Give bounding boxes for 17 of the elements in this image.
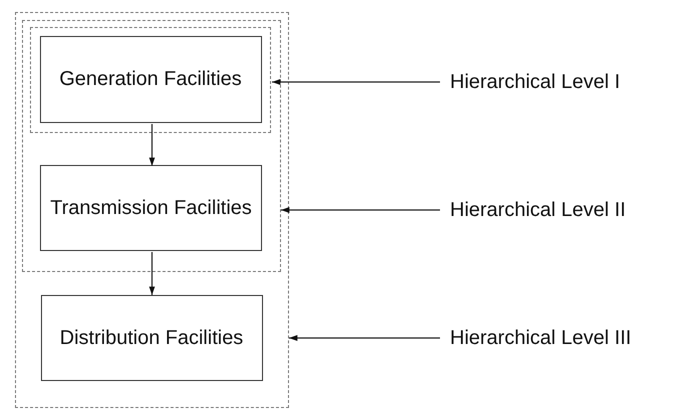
arrow	[149, 124, 155, 166]
level-text: Hierarchical Level I	[450, 70, 620, 95]
facility-label: Transmission Facilities	[50, 196, 252, 221]
facility-box	[40, 165, 262, 251]
dashed-boundary	[22, 20, 280, 272]
arrow	[149, 252, 155, 295]
dashed-boundary	[15, 12, 289, 408]
level-text: Hierarchical Level III	[450, 326, 632, 351]
facility-box	[40, 36, 262, 122]
level-text: Hierarchical Level II	[450, 198, 626, 223]
arrow	[281, 207, 440, 213]
dashed-boundary	[30, 27, 271, 133]
facility-label: Distribution Facilities	[60, 326, 244, 350]
arrow	[272, 79, 440, 85]
facility-box	[40, 294, 262, 380]
arrow	[289, 335, 440, 341]
facility-label: Generation Facilities	[59, 67, 242, 92]
